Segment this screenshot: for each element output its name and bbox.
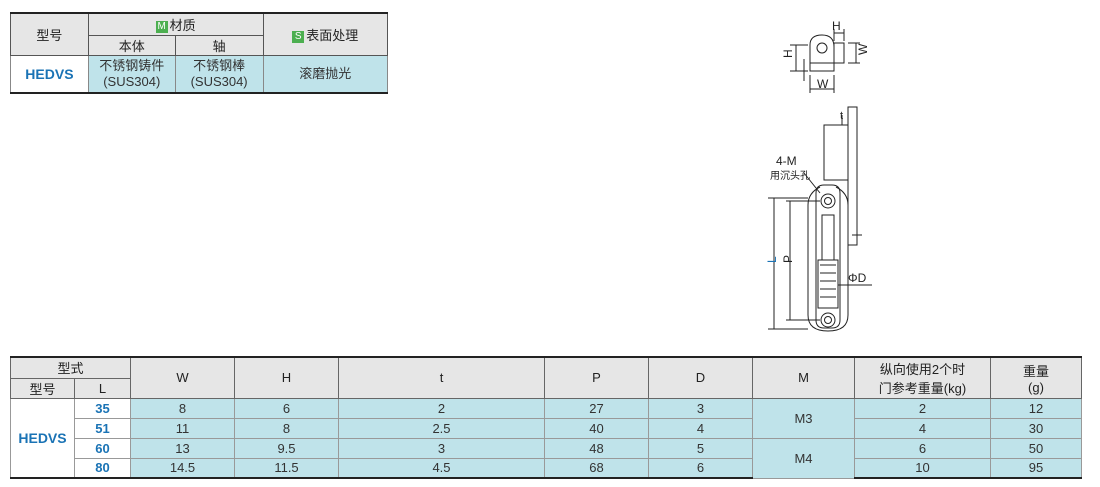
cell-t: 3: [338, 437, 545, 459]
cell-p: 40: [544, 417, 649, 439]
side-block: [823, 124, 849, 181]
cell-weight: 95: [990, 457, 1082, 479]
dim-t: t: [840, 110, 843, 122]
technical-drawing: H W H W t 4-M 用沉头孔 L P ΦD: [765, 19, 872, 332]
top-view-leaf: [833, 42, 845, 64]
spec-table: 型式 W H t P D M 纵向使用2个时 门参考重量(kg) 重量 (g) …: [10, 356, 1082, 479]
cell-weight: 30: [990, 417, 1082, 439]
cell-weight: 50: [990, 437, 1082, 459]
bottom-hole-inner: [824, 316, 832, 324]
header-p: P: [544, 356, 649, 399]
cell-d: 6: [648, 457, 753, 479]
header-load-line1: 纵向使用2个时: [879, 361, 966, 377]
header-d: D: [648, 356, 753, 399]
dim-m-note: 用沉头孔: [770, 169, 810, 182]
cell-load: 10: [854, 457, 991, 479]
material-body-line2: (SUS304): [103, 73, 161, 89]
header-h: H: [234, 356, 339, 399]
header-weight: 重量 (g): [990, 356, 1082, 399]
top-view-hole: [816, 42, 828, 54]
cell-l: 60: [74, 437, 131, 459]
material-badge-icon: M: [155, 20, 168, 33]
material-shaft: 不锈钢棒 (SUS304): [174, 54, 264, 94]
top-view-body: [809, 34, 835, 64]
material-model: HEDVS: [10, 54, 89, 94]
dim-m: 4-M: [776, 154, 797, 168]
header-model: 型号: [10, 377, 75, 399]
cell-weight: 12: [990, 397, 1082, 419]
material-body-line1: 不锈钢铸件: [99, 57, 165, 73]
cell-h: 9.5: [234, 437, 339, 459]
dim-h-left: H: [781, 49, 795, 58]
bottom-hole-outer: [820, 312, 836, 328]
dim-d: ΦD: [848, 271, 867, 285]
cell-m: M4: [752, 437, 855, 479]
header-t: t: [338, 356, 545, 399]
cell-w: 8: [130, 397, 235, 419]
header-weight-line1: 重量: [1022, 363, 1049, 379]
header-shaft: 轴: [174, 34, 264, 56]
cell-t: 2.5: [338, 417, 545, 439]
header-load-line2: 门参考重量(kg): [878, 380, 967, 396]
cell-p: 48: [544, 437, 649, 459]
cell-m: M3: [752, 397, 855, 439]
cell-l: 51: [74, 417, 131, 439]
surface-badge-icon: S: [292, 30, 305, 43]
spec-model: HEDVS: [10, 397, 75, 479]
material-shaft-line2: (SUS304): [190, 73, 248, 89]
pin-slot: [821, 214, 835, 261]
header-l: L: [74, 377, 131, 399]
cell-load: 6: [854, 437, 991, 459]
cell-w: 11: [130, 417, 235, 439]
cell-d: 4: [648, 417, 753, 439]
cell-d: 5: [648, 437, 753, 459]
header-surface-label: 表面处理: [306, 27, 359, 43]
header-type: 型式: [10, 356, 131, 379]
top-view-base: [809, 62, 835, 72]
cell-w: 14.5: [130, 457, 235, 479]
header-w: W: [130, 356, 235, 399]
side-leaf: [847, 106, 858, 246]
header-material-label: 材质: [169, 17, 196, 33]
table-row: 80 14.5 11.5 4.5 68 6 10 95: [11, 457, 1082, 479]
front-view-body: [815, 184, 841, 329]
top-hole-inner: [824, 197, 832, 205]
header-load: 纵向使用2个时 门参考重量(kg): [854, 356, 991, 399]
cell-p: 68: [544, 457, 649, 479]
header-body: 本体: [87, 34, 176, 56]
table-row: 51 11 8 2.5 40 4 4 30: [11, 417, 1082, 439]
cell-t: 2: [338, 397, 545, 419]
pin-barrel: [817, 259, 839, 309]
cell-h: 8: [234, 417, 339, 439]
header-weight-line2: (g): [1028, 379, 1044, 395]
cell-h: 11.5: [234, 457, 339, 479]
cell-l: 80: [74, 457, 131, 479]
cell-t: 4.5: [338, 457, 545, 479]
top-hole-outer: [820, 193, 836, 209]
dim-h-top: H: [832, 19, 841, 33]
material-surface: 滚磨抛光: [262, 54, 389, 94]
table-row: HEDVS 35 8 6 2 27 3 M3 2 12: [10, 397, 1082, 479]
cell-load: 2: [854, 397, 991, 419]
dim-p: P: [781, 255, 795, 263]
table-row: 60 13 9.5 3 48 5 M4 6 50: [11, 437, 1082, 479]
cell-d: 3: [648, 397, 753, 419]
cell-load: 4: [854, 417, 991, 439]
cell-w: 13: [130, 437, 235, 459]
material-shaft-line1: 不锈钢棒: [193, 57, 246, 73]
material-body: 不锈钢铸件 (SUS304): [87, 54, 176, 94]
header-model: 型号: [10, 12, 89, 56]
cell-p: 27: [544, 397, 649, 419]
cell-l: 35: [74, 397, 131, 419]
dim-w-bottom: W: [817, 77, 829, 91]
header-m: M: [752, 356, 855, 399]
dim-w-right: W: [856, 43, 870, 55]
dim-l: L: [765, 256, 779, 263]
cell-h: 6: [234, 397, 339, 419]
